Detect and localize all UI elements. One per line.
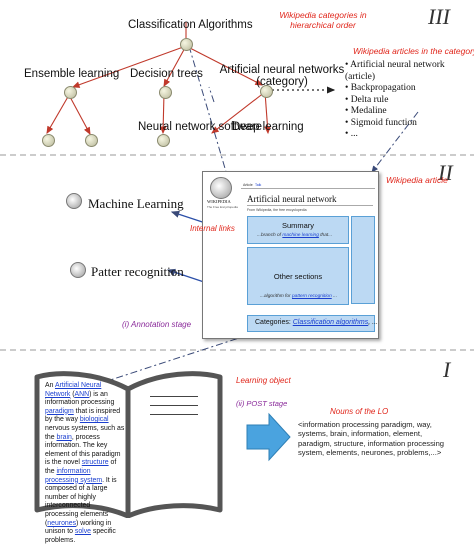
article-list-item[interactable]: • ... [345,129,358,139]
categories-prefix: Categories: [255,319,293,326]
book-text-run: that is inspired by the way [45,407,121,424]
learning-object-note: Learning object [236,376,291,385]
other-sections[interactable]: Other sections ...algorithm for pattern … [247,247,349,305]
book-text-run: of the [45,459,117,475]
categories-note: Wikipedia categories in hierarchical ord… [279,10,367,30]
nouns-list: <information processing paradigm, way, s… [298,420,445,458]
category-article-list: • Artificial neural network (article) • … [345,60,474,141]
wikipedia-article-note: Wikipedia article [386,175,448,185]
other-text: ...algorithm for [260,294,292,299]
leaf-node-2[interactable] [85,134,98,147]
other-text-end: ... [331,294,338,299]
book-text-run: nervous systems, such as the [45,424,125,441]
open-book-shape [34,371,223,518]
book-inline-link[interactable]: brain [56,433,72,441]
category-tree-arrows [46,22,271,135]
categories-bar[interactable]: Categories: Classification algorithms, .… [247,315,378,332]
tab-divider [241,188,375,189]
machine-learning-link[interactable]: Machine Learning [88,196,184,211]
post-stage-arrow [246,412,291,462]
level-one-label: I [443,357,451,382]
summary-snippet: ...branch of machine learning that... [257,233,332,238]
leaf-node-1[interactable] [42,134,55,147]
article-list-item[interactable]: • Delta rule [345,94,389,105]
wikipedia-globe-icon [70,262,86,278]
root-category-label: Classification Algorithms [128,19,253,31]
dashed-article-arrow [371,111,419,173]
tab-article[interactable]: Article [243,183,253,187]
root-category-node[interactable] [180,38,193,51]
other-sections-label: Other sections [273,272,323,281]
ann-category-node[interactable] [260,85,273,98]
title-divider [247,205,373,206]
ann-category-label: Artificial neural networks (category) [219,64,345,88]
tab-talk[interactable]: Talk [255,183,262,187]
article-title: Artificial neural network [247,194,337,204]
article-list-item[interactable]: • Sigmoid function [345,117,417,128]
book-page-line [150,405,198,406]
deep-learning-label: Deep learning [232,121,304,133]
summary-text: ...branch of [257,233,283,238]
articles-note: Wikipedia articles in the category [353,46,474,56]
nouns-title: Nouns of the LO [330,407,389,416]
level-two-label: II [438,160,453,185]
infobox [351,216,375,304]
nn-software-label: Neural network software [138,121,262,133]
summary-section[interactable]: Summary ...branch of machine learning th… [247,216,349,244]
book-inline-link[interactable]: neurones [47,519,77,527]
article-list-item[interactable]: • Medaline [345,106,387,116]
book-text-run: An [45,382,55,389]
internal-links-note: Internal links [190,224,235,233]
summary-text-end: that... [318,233,333,238]
ensemble-learning-node[interactable] [64,86,77,99]
post-stage-label: (ii) POST stage [236,399,288,408]
summary-inline-link[interactable]: machine learning [282,233,319,238]
book-text-run: , process information. The key element o… [45,433,121,467]
learning-object-text: An Artificial Neural Network (ANN) is an… [45,382,125,545]
wikipedia-article-page: WIKIPEDIA The Free Encyclopedia Article … [202,171,379,339]
categories-line: Categories: Classification algorithms, .… [255,319,378,326]
level-three-label: III [428,4,450,29]
book-inline-link[interactable]: ANN [74,390,90,398]
book-inline-link[interactable]: Artificial Neural Network [45,382,102,398]
annotation-stage-label: (i) Annotation stage [122,320,192,329]
article-list-item[interactable]: • Backpropagation [345,83,416,93]
wikipedia-tagline: The Free Encyclopedia [207,205,238,209]
article-list-item[interactable]: • Artificial neural network (article) [345,60,445,82]
ensemble-learning-label: Ensemble learning [24,68,120,80]
book-page-line [150,414,198,415]
summary-label: Summary [281,221,315,230]
other-inline-link[interactable]: pattern recognition [292,294,332,299]
decision-trees-label: Decision trees [130,68,203,80]
book-inline-link[interactable]: paradigm [45,407,74,415]
article-subtitle: From Wikipedia, the free encyclopedia [247,208,307,212]
book-inline-link[interactable]: solve [74,528,91,536]
dashed-ann-category [208,86,215,103]
wikipedia-wordmark: WIKIPEDIA [207,199,231,204]
book-inline-link[interactable]: information processing system [45,467,103,484]
other-snippet: ...algorithm for pattern recognition ... [260,294,337,299]
categories-suffix: , ... [368,319,378,326]
book-text-run: ) is an information processing [45,390,115,407]
wikipedia-logo-icon [210,177,232,199]
wikipedia-globe-icon [66,193,82,209]
categories-link[interactable]: Classification algorithms [292,319,369,326]
book-inline-link[interactable]: structure [81,459,109,467]
decision-trees-node[interactable] [159,86,172,99]
book-page-line [150,396,198,397]
leaf-node-3[interactable] [157,134,170,147]
book-inline-link[interactable]: biological [79,416,109,424]
book-text-run: ( [70,390,75,398]
pattern-recognition-link[interactable]: Patter recognition [91,264,184,279]
